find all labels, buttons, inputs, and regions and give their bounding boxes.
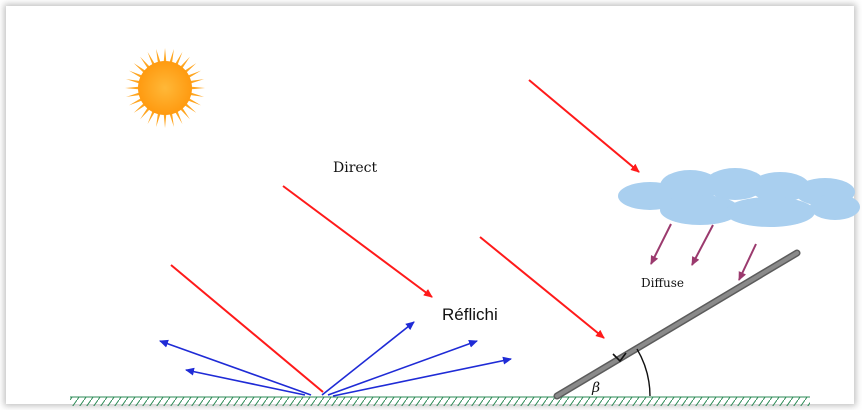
diffuse-ray-3 [738,243,757,281]
direct-rays [170,79,640,393]
reflechi-label: Réflichi [442,305,498,324]
ground [70,396,810,406]
reflected-ray-2 [185,367,306,396]
cloud-icon [618,168,860,227]
direct-ray-4 [170,264,324,393]
diffuse-ray-2 [691,224,714,266]
sun-icon [125,48,205,128]
direct-label: Direct [333,160,378,176]
reflected-ray-4 [327,339,478,396]
angle-beta-label: β [591,380,600,396]
diffuse-rays [650,223,757,281]
diffuse-ray-1 [650,223,672,265]
direct-ray-2 [282,185,433,298]
reflected-ray-3 [321,321,415,396]
tilt-angle-arc [636,348,651,397]
reflected-rays [159,321,512,397]
diffuse-label: Diffuse [641,276,684,290]
reflected-ray-5 [332,356,512,397]
direct-ray-1 [528,79,640,173]
reflected-ray-1 [159,339,312,396]
solar-panel-icon [553,249,801,400]
direct-ray-3 [479,236,605,339]
